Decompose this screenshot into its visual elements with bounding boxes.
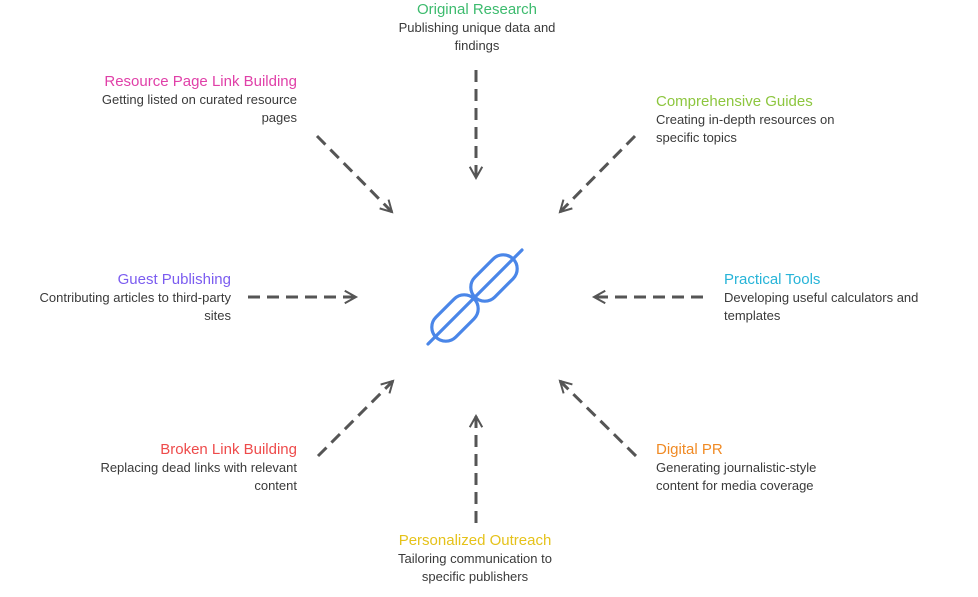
node-description: Creating in-depth resources on specific …: [656, 112, 835, 145]
node-description: Developing useful calculators and templa…: [724, 290, 919, 323]
node-description: Publishing unique data and findings: [398, 20, 556, 53]
node-description: Generating journalistic-style content fo…: [656, 460, 817, 493]
node-title: Broken Link Building: [160, 441, 297, 458]
node-description: Getting listed on curated resource pages: [101, 92, 297, 125]
node-title: Resource Page Link Building: [104, 73, 297, 90]
chain-link-icon: [426, 248, 524, 346]
node-description: Replacing dead links with relevant conte…: [100, 460, 297, 493]
arrow-digital-pr: [558, 379, 638, 458]
node-practical-tools: Practical Tools Developing useful calcul…: [724, 270, 924, 325]
node-title: Digital PR: [656, 441, 723, 458]
node-title: Comprehensive Guides: [656, 93, 813, 110]
node-description: Tailoring communication to specific publ…: [398, 551, 552, 584]
node-title: Original Research: [416, 1, 538, 18]
node-personalized-outreach: Personalized Outreach Tailoring communic…: [375, 531, 575, 586]
node-title: Practical Tools: [724, 271, 821, 288]
node-broken-link-building: Broken Link Building Replacing dead link…: [97, 440, 297, 495]
arrow-comprehensive-guides: [558, 134, 637, 214]
node-resource-page-link-building: Resource Page Link Building Getting list…: [97, 72, 297, 127]
node-title: Personalized Outreach: [398, 532, 552, 549]
node-description: Contributing articles to third-party sit…: [39, 290, 231, 323]
node-comprehensive-guides: Comprehensive Guides Creating in-depth r…: [656, 92, 856, 147]
node-title: Guest Publishing: [117, 271, 231, 288]
node-digital-pr: Digital PR Generating journalistic-style…: [656, 440, 856, 495]
arrow-broken-link: [316, 379, 395, 458]
arrow-resource-page: [315, 134, 394, 214]
node-original-research: Original Research Publishing unique data…: [377, 0, 577, 55]
node-guest-publishing: Guest Publishing Contributing articles t…: [31, 270, 231, 325]
